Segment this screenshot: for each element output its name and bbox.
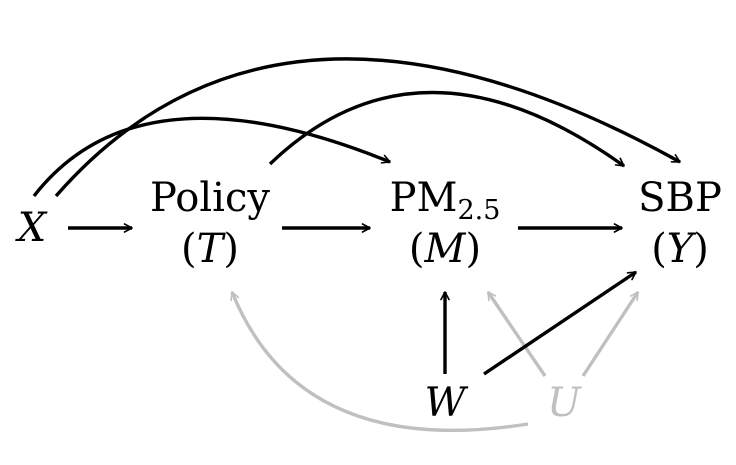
node-pm25-symbol: (M) xyxy=(409,226,481,272)
node-policy-symbol-letter: T xyxy=(197,226,227,272)
edge-x-to-m xyxy=(32,116,391,198)
node-pm25: PM2.5 (M) xyxy=(390,175,501,272)
node-policy: Policy (T) xyxy=(150,175,270,272)
node-policy-symbol: (T) xyxy=(181,226,239,272)
node-sbp-name: SBP xyxy=(638,175,722,221)
edge-x-to-y xyxy=(54,57,681,198)
edge-t-to-y xyxy=(268,90,625,168)
node-policy-name: Policy xyxy=(150,175,270,221)
edge-u-to-m xyxy=(486,291,547,377)
node-x-label: X xyxy=(15,205,48,251)
node-sbp: SBP (Y) xyxy=(638,175,722,272)
node-sbp-symbol: (Y) xyxy=(651,226,709,272)
node-u-label: U xyxy=(547,380,582,426)
node-pm25-symbol-letter: M xyxy=(424,226,467,272)
node-pm25-name-main: PM xyxy=(390,175,458,221)
edge-u-to-y xyxy=(581,291,640,377)
edge-u-to-t xyxy=(230,291,529,432)
node-pm25-name: PM2.5 xyxy=(390,175,501,226)
node-w-label: W xyxy=(424,380,468,426)
node-pm25-name-sub: 2.5 xyxy=(457,195,500,226)
edge-w-to-y xyxy=(483,270,637,376)
node-w: W xyxy=(424,380,468,426)
node-x: X xyxy=(15,205,48,251)
observed-edges xyxy=(32,57,681,376)
node-sbp-symbol-letter: Y xyxy=(667,226,697,272)
unobserved-edges xyxy=(230,291,640,432)
node-u: U xyxy=(547,380,582,426)
